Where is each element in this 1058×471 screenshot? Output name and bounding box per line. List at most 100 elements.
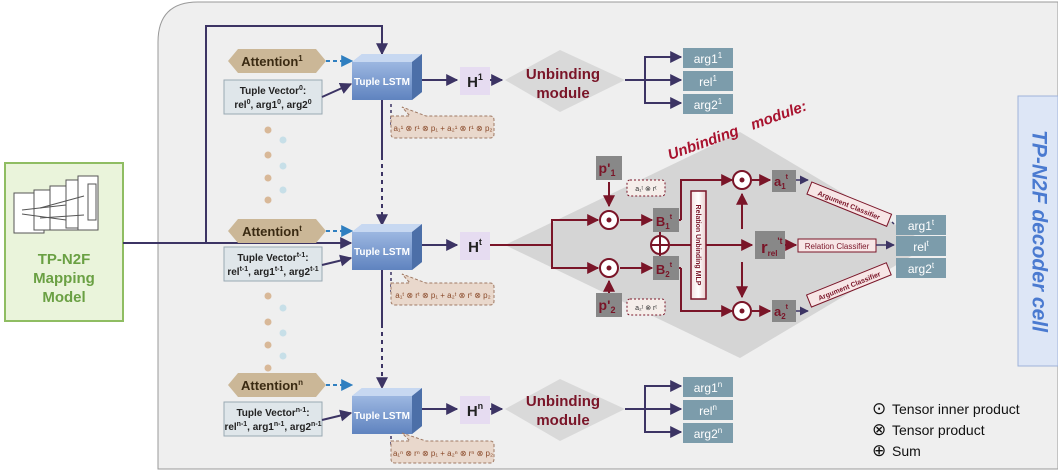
svg-text:arg1n: arg1n	[694, 380, 722, 395]
neural-network-icon	[13, 175, 99, 234]
out-arg2-sup: t	[932, 261, 935, 270]
decoder-cell-title: TP-N2F decoder cell	[1027, 130, 1050, 333]
tv-rel-sup: n-1	[237, 421, 248, 428]
out-arg2-label: arg2	[694, 98, 718, 112]
out-arg2-sup: n	[718, 426, 722, 435]
step-row-1: Attention1 Tuple Vector0: rel0, arg10, a…	[223, 48, 733, 139]
inner-product-icon	[599, 210, 619, 230]
relation-classifier: Relation Classifier	[797, 238, 877, 253]
svg-text:arg2t: arg2t	[908, 261, 935, 276]
tv-rel: rel	[227, 267, 239, 278]
hidden-state-label: H	[468, 239, 479, 256]
tuple-vector-label: Tuple Vector	[237, 253, 296, 264]
attention-sup: 1	[298, 54, 303, 63]
a1-sub: 1	[781, 182, 786, 191]
tv-arg1-sup: t-1	[275, 266, 284, 273]
legend-sum-label: Sum	[892, 443, 921, 459]
tuple-vector-sup: 0	[299, 85, 303, 92]
attention-label: Attention	[241, 378, 298, 393]
tuple-lstm-block: Tuple LSTM	[352, 224, 422, 270]
hidden-state-sup: t	[479, 237, 482, 247]
formula-callout	[390, 273, 495, 306]
svg-text:a2t: a2t	[774, 304, 789, 321]
svg-text:Tuple Vectort-1:: Tuple Vectort-1:	[237, 252, 308, 264]
a1-box	[772, 170, 796, 192]
out-arg1-sup: 1	[718, 51, 723, 60]
a1-sup: t	[786, 174, 789, 181]
p2-box	[596, 293, 622, 317]
ellipsis-dots	[264, 126, 287, 372]
tv-rel-sup: 0	[247, 99, 251, 106]
tuple-vector-label: Tuple Vector	[236, 408, 295, 419]
tv-arg1: arg1	[253, 422, 275, 433]
formula-callout	[390, 106, 495, 139]
tuple-vector-box	[223, 79, 323, 115]
out-rel-sup: n	[712, 403, 716, 412]
out-rel-label: rel	[699, 75, 712, 89]
attention-box	[228, 49, 326, 73]
attention-label: Attention	[242, 224, 299, 239]
hidden-state-box	[460, 396, 490, 424]
unbinding-module-line2: module	[536, 412, 589, 429]
b1-sup: t	[670, 214, 673, 221]
b1-sub: 1	[665, 222, 670, 231]
inner-product-icon	[732, 301, 752, 321]
small-formula-top: a₁ᵗ ⊗ rᵗ	[635, 186, 657, 193]
svg-text:p'2: p'2	[599, 297, 616, 315]
unbinding-module-line2: module	[536, 85, 589, 102]
svg-text:reln-1, arg1n-1, arg2n-1: reln-1, arg1n-1, arg2n-1	[224, 421, 321, 433]
small-callout-top	[626, 179, 666, 197]
out-arg1-label: arg1	[694, 381, 718, 395]
attention-sup: n	[298, 378, 303, 387]
tuple-lstm-block: Tuple LSTM	[352, 54, 422, 100]
b2-sub: 2	[665, 270, 670, 279]
small-formula-bottom: a₂ᵗ ⊗ rᵗ	[635, 305, 657, 312]
formula-text: a₁ⁿ ⊗ rⁿ ⊗ p₁ + a₂ⁿ ⊗ rⁿ ⊗ p₂	[393, 449, 493, 458]
r-sub: rel	[768, 249, 778, 258]
svg-text:arg1t: arg1t	[908, 218, 935, 233]
tuple-lstm-label: Tuple LSTM	[354, 77, 410, 88]
tv-arg2-sup: n-1	[311, 421, 322, 428]
tv-arg2: arg2	[290, 422, 312, 433]
a2-label: a	[774, 304, 782, 319]
legend-sum-symbol: ⊕	[872, 441, 886, 460]
attention-label: Attention	[241, 54, 298, 69]
out-arg2-label: arg2	[694, 427, 718, 441]
output-arg1	[683, 377, 733, 397]
hidden-state-label: H	[467, 403, 478, 420]
svg-text:relt-1, arg1t-1, arg2t-1: relt-1, arg1t-1, arg2t-1	[227, 266, 318, 278]
step-row-t: Attentiont Tuple Vectort-1: relt-1, arg1…	[223, 219, 495, 306]
svg-text:a1t: a1t	[774, 174, 789, 191]
svg-text:arg21: arg21	[694, 97, 723, 112]
attention-box	[228, 373, 326, 397]
tv-rel: rel	[234, 100, 246, 111]
svg-text:Tuple Vectorn-1:: Tuple Vectorn-1:	[236, 407, 309, 419]
svg-text:rrel't: rrel't	[761, 236, 783, 258]
a2-box	[772, 300, 796, 322]
tv-rel: rel	[224, 422, 236, 433]
legend-inner-symbol: ⊙	[872, 399, 886, 418]
legend-product-symbol: ⊗	[872, 420, 886, 439]
tv-arg1: arg1	[256, 100, 278, 111]
formula-text: a₁ᵗ ⊗ rᵗ ⊗ p₁ + a₂ᵗ ⊗ rᵗ ⊗ p₂	[395, 291, 490, 300]
step-row-n: Attentionn Tuple Vectorn-1: reln-1, arg1…	[223, 373, 733, 464]
svg-text:rel0, arg10, arg20: rel0, arg10, arg20	[234, 99, 311, 111]
svg-text:B1t: B1t	[656, 214, 673, 231]
out-rel-label: rel	[913, 240, 926, 254]
tuple-vector-sup: n-1	[296, 407, 307, 414]
mlp-label: Relation Unbinding MLP	[694, 205, 701, 286]
svg-text:Tuple Vector0:: Tuple Vector0:	[240, 85, 307, 97]
b2-sup: t	[670, 262, 673, 269]
svg-text:reln: reln	[699, 403, 717, 418]
hidden-state-sup: n	[478, 401, 484, 411]
out-rel-sup: 1	[712, 74, 717, 83]
p2-label: p'	[599, 297, 611, 313]
tuple-lstm-label: Tuple LSTM	[354, 411, 410, 422]
output-arg1	[896, 215, 946, 235]
attention-sup: t	[299, 224, 302, 233]
svg-text:p'1: p'1	[599, 160, 616, 178]
output-rel	[896, 236, 946, 256]
svg-text:arg2n: arg2n	[694, 426, 722, 441]
output-rel	[683, 400, 733, 420]
hidden-state-box	[460, 67, 490, 95]
